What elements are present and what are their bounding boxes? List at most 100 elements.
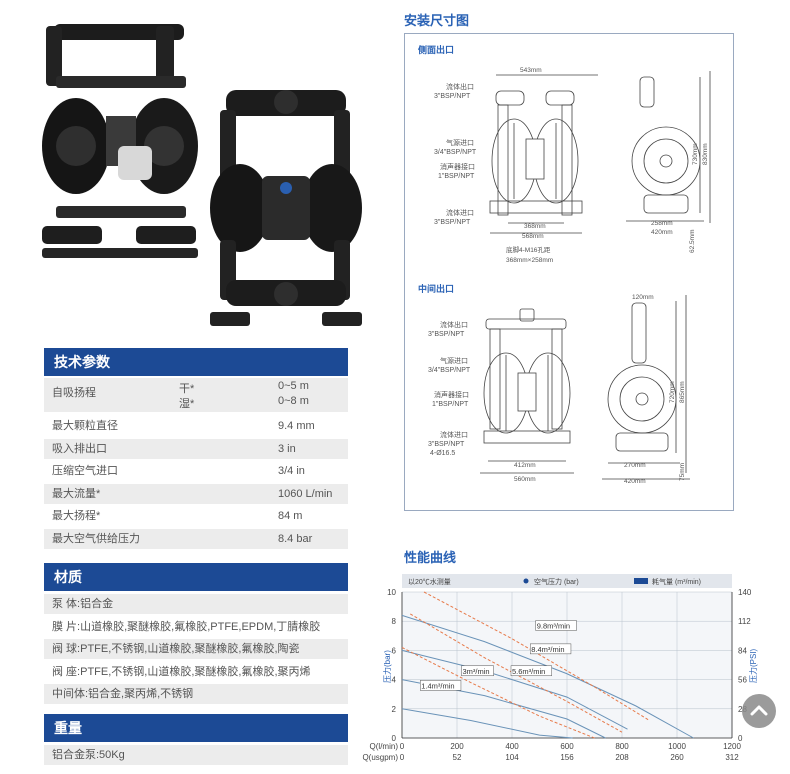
side-outlet-spec: 3"BSP/NPT bbox=[434, 93, 471, 100]
y-tick-left: 2 bbox=[392, 705, 397, 714]
middle-outlet-label: 流体出口 bbox=[440, 320, 468, 329]
side-pump-front bbox=[489, 74, 598, 234]
spec-row-max-air: 最大空气供给压力 8.4 bar bbox=[44, 529, 348, 549]
spec-value: 0~5 m bbox=[278, 380, 309, 392]
middle-outlet-title: 中间出口 bbox=[418, 283, 454, 294]
legend-note: 以20℃水测量 bbox=[408, 577, 451, 586]
side-h2: 830mm bbox=[702, 143, 709, 165]
side-w2: 568mm bbox=[522, 233, 544, 240]
y-tick-right: 56 bbox=[738, 676, 747, 685]
pressure-line bbox=[401, 649, 628, 730]
x-tick-usgpm: 52 bbox=[453, 753, 462, 762]
spec-label: 压缩空气进口 bbox=[52, 465, 118, 477]
y-tick-right: 84 bbox=[738, 646, 747, 655]
y-tick-left: 6 bbox=[392, 646, 397, 655]
curve-label-box bbox=[420, 680, 462, 691]
y-label-right: 压力(PSI) bbox=[748, 648, 758, 683]
x-tick-usgpm: 0 bbox=[400, 753, 405, 762]
install-title: 安装尺寸图 bbox=[404, 13, 470, 28]
air-consumption-line bbox=[409, 613, 623, 733]
side-muffler-label: 消声器接口 bbox=[440, 162, 475, 171]
middle-pump-front bbox=[480, 308, 574, 474]
middle-muffler-spec: 1"BSP/NPT bbox=[432, 401, 469, 408]
spec-row-max-flow: 最大流量* 1060 L/min bbox=[44, 484, 348, 504]
middle-d1: 270mm bbox=[624, 462, 646, 469]
material-row: 泵 体:铝合金 bbox=[44, 594, 348, 614]
side-base1: 底脚4-M16孔距 bbox=[506, 245, 551, 254]
middle-pump-profile bbox=[602, 295, 690, 480]
spec-value: 3/4 in bbox=[278, 465, 305, 477]
middle-w2: 560mm bbox=[514, 476, 536, 483]
spec-row-max-head: 最大扬程* 84 m bbox=[44, 506, 348, 526]
y-tick-left: 4 bbox=[392, 676, 397, 685]
spec-value: 9.4 mm bbox=[278, 420, 315, 432]
curve-label-box bbox=[535, 620, 577, 631]
curve-label: 3m³/min bbox=[463, 667, 490, 676]
spec-value: 1060 L/min bbox=[278, 488, 333, 500]
x-tick-lmin: 1200 bbox=[723, 742, 741, 751]
side-base2: 368mm×258mm bbox=[506, 257, 553, 264]
x-label-lmin: Q(l/min) bbox=[370, 742, 399, 751]
side-w1: 368mm bbox=[524, 223, 546, 230]
middle-air-spec: 3/4"BSP/NPT bbox=[428, 367, 471, 374]
material-text: 中间体:铝合金,聚丙烯,不锈钢 bbox=[52, 688, 194, 700]
material-text: 膜 片:山道橡胶,聚醚橡胶,氟橡胶,PTFE,EPDM,丁腈橡胶 bbox=[52, 621, 321, 633]
specs-header: 技术参数 bbox=[44, 348, 348, 376]
legend-bar bbox=[402, 574, 732, 588]
y-tick-left: 8 bbox=[392, 617, 397, 626]
legend-marker-air bbox=[634, 578, 648, 584]
side-inlet-label: 流体进口 bbox=[446, 208, 474, 217]
middle-h2: 865mm bbox=[679, 381, 686, 403]
curve-label: 1.4m³/min bbox=[421, 681, 454, 690]
curve-label: 9.8m³/min bbox=[537, 622, 570, 631]
side-outlet-title: 侧面出口 bbox=[418, 44, 454, 55]
spec-label: 最大颗粒直径 bbox=[52, 420, 118, 432]
x-tick-lmin: 600 bbox=[560, 742, 574, 751]
side-inlet-spec: 3"BSP/NPT bbox=[434, 219, 471, 226]
y-tick-left: 0 bbox=[392, 734, 397, 743]
material-row: 中间体:铝合金,聚丙烯,不锈钢 bbox=[44, 684, 348, 704]
legend-air: 耗气量 (m³/min) bbox=[652, 577, 701, 586]
middle-outlet-spec: 3"BSP/NPT bbox=[428, 331, 465, 338]
curve-label: 5.6m³/min bbox=[512, 667, 545, 676]
y-tick-right: 112 bbox=[738, 617, 751, 626]
side-h3: 62.5mm bbox=[689, 230, 696, 253]
x-tick-usgpm: 156 bbox=[560, 753, 574, 762]
spec-label: 最大流量* bbox=[52, 488, 101, 500]
side-muffler-spec: 1"BSP/NPT bbox=[438, 173, 475, 180]
x-tick-lmin: 1000 bbox=[668, 742, 686, 751]
spec-label: 最大空气供给压力 bbox=[52, 533, 140, 545]
side-outlet-label: 流体出口 bbox=[446, 82, 474, 91]
weight-text: 铝合金泵:50Kg bbox=[52, 749, 125, 761]
x-tick-lmin: 400 bbox=[505, 742, 519, 751]
x-tick-lmin: 800 bbox=[615, 742, 629, 751]
material-text: 阀 座:PTFE,不锈钢,山道橡胶,聚醚橡胶,氟橡胶,聚丙烯 bbox=[52, 666, 311, 678]
middle-top: 120mm bbox=[632, 294, 654, 301]
curve-label-box bbox=[530, 643, 572, 655]
spec-value: 3 in bbox=[278, 443, 296, 455]
legend-pressure: 空气压力 (bar) bbox=[534, 577, 579, 586]
air-consumption-line bbox=[423, 591, 650, 721]
curve-label-box bbox=[461, 665, 494, 677]
material-row: 膜 片:山道橡胶,聚醚橡胶,氟橡胶,PTFE,EPDM,丁腈橡胶 bbox=[44, 617, 348, 637]
middle-muffler-label: 消声器接口 bbox=[434, 390, 469, 399]
x-tick-lmin: 200 bbox=[450, 742, 464, 751]
air-consumption-line bbox=[401, 647, 595, 739]
weight-row: 铝合金泵:50Kg bbox=[44, 745, 348, 765]
spec-row-port: 吸入排出口 3 in bbox=[44, 439, 348, 459]
middle-bolt-spec: 4-Ø16.5 bbox=[430, 450, 455, 457]
side-air-label: 气源进口 bbox=[446, 138, 474, 147]
x-tick-usgpm: 208 bbox=[615, 753, 629, 762]
y-tick-right: 0 bbox=[738, 734, 743, 743]
curve-label-box bbox=[510, 665, 552, 677]
scroll-top-button[interactable] bbox=[742, 694, 776, 728]
pump-photo-front bbox=[210, 90, 362, 326]
side-d2: 420mm bbox=[651, 229, 673, 236]
spec-value: 0~8 m bbox=[278, 395, 309, 407]
pump-photo-side bbox=[42, 24, 198, 258]
material-row: 阀 座:PTFE,不锈钢,山道橡胶,聚醚橡胶,氟橡胶,聚丙烯 bbox=[44, 662, 348, 682]
spec-label: 吸入排出口 bbox=[52, 443, 107, 455]
spec-sub-label: 湿* bbox=[179, 398, 195, 410]
x-label-usgpm: Q(usgpm) bbox=[362, 753, 398, 762]
side-w-top: 543mm bbox=[520, 67, 542, 74]
